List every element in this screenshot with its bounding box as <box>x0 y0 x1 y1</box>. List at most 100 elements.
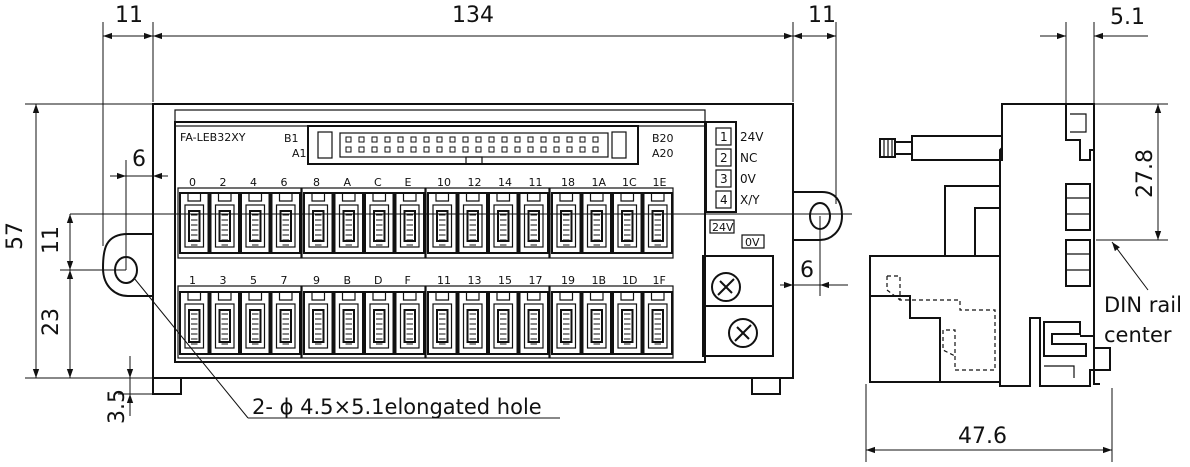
connector-pin <box>397 146 404 153</box>
connector-pin <box>345 146 352 153</box>
dim-left-hole-offset: 6 <box>132 147 146 172</box>
upper-plug <box>209 192 240 254</box>
upper-plug <box>364 192 395 254</box>
lower-row-label: 15 <box>498 274 512 287</box>
dim-bottom-offset: 3.5 <box>105 389 130 424</box>
lower-row-label: 13 <box>468 274 482 287</box>
connector-pin <box>423 136 430 143</box>
upper-row-label: 0 <box>189 176 196 189</box>
connector-pin <box>384 136 391 143</box>
upper-plug <box>551 192 582 254</box>
upper-plug-row <box>177 187 674 259</box>
lower-row-label: 17 <box>529 274 543 287</box>
side-connector-pin <box>894 141 913 155</box>
connector-pin <box>462 136 469 143</box>
lower-plug <box>612 291 643 355</box>
upper-row-label: 8 <box>313 176 320 189</box>
terminal-num-1: 1 <box>720 130 728 144</box>
connector-pin <box>384 146 391 153</box>
lower-plug <box>551 291 582 355</box>
hook-detail <box>1070 113 1087 133</box>
dim-side-depth-top: 5.1 <box>1110 5 1145 30</box>
terminal-num-2: 2 <box>720 151 728 165</box>
lower-plug <box>270 291 301 355</box>
lower-plug-body <box>869 255 1001 383</box>
lower-row-label: 3 <box>220 274 227 287</box>
connector-pin <box>475 146 482 153</box>
upper-plug <box>333 192 364 254</box>
upper-row-label: 1A <box>592 176 607 189</box>
lower-row-label: 11 <box>437 274 451 287</box>
din-center-label: center <box>1104 323 1172 347</box>
connector-pin <box>527 146 534 153</box>
tag-24v: 24V <box>712 221 734 234</box>
dim-hole-to-bottom: 23 <box>39 308 64 336</box>
terminal-name-0v: 0V <box>740 172 757 186</box>
lower-plug <box>303 291 334 355</box>
dim-side-height-upper: 27.8 <box>1133 149 1158 198</box>
dim-top-width: 134 <box>452 3 494 28</box>
upper-row-label: 10 <box>437 176 451 189</box>
top-dimension-lines <box>102 22 837 246</box>
connector-pin <box>579 136 586 143</box>
lower-plug <box>179 291 210 355</box>
connector-pin <box>579 146 586 153</box>
pin-label-b1: B1 <box>284 132 299 145</box>
lower-row-label: 7 <box>281 274 288 287</box>
lower-plug <box>642 291 673 355</box>
right-mounting-ear <box>793 191 844 241</box>
din-clip <box>1043 321 1087 357</box>
upper-plug <box>240 192 271 254</box>
terminal-strip <box>705 121 737 213</box>
upper-plug <box>642 192 673 254</box>
pin-label-a20: A20 <box>652 147 674 160</box>
terminal-box-4 <box>715 190 732 209</box>
connector-pin <box>566 146 573 153</box>
hole-note: 2- ϕ 4.5×5.1elongated hole <box>252 395 542 419</box>
upper-row-label: 12 <box>468 176 482 189</box>
lower-row-label: 1F <box>653 274 666 287</box>
connector-pin <box>592 136 599 143</box>
tag-24v-box <box>709 219 735 234</box>
screw-upper-icon <box>711 272 741 302</box>
din-rail-label: DIN rail <box>1104 293 1182 317</box>
connector-pin <box>501 136 508 143</box>
lower-row-label: 19 <box>561 274 575 287</box>
connector-pin <box>410 136 417 143</box>
connector-pin <box>449 136 456 143</box>
lower-row-label: 9 <box>313 274 320 287</box>
connector-pin <box>462 146 469 153</box>
rail-block-upper <box>1065 183 1091 231</box>
connector-frame <box>174 121 706 363</box>
connector-latch-right <box>611 131 627 159</box>
lower-plug <box>364 291 395 355</box>
connector-pin <box>475 136 482 143</box>
terminal-box-3 <box>715 169 732 188</box>
left-dimension-lines <box>25 103 176 416</box>
connector-key <box>465 156 483 165</box>
connector-pin <box>527 136 534 143</box>
upper-plug <box>303 192 334 254</box>
hole-note-leader <box>133 277 560 419</box>
connector-pin <box>436 146 443 153</box>
terminal-num-3: 3 <box>720 172 728 186</box>
terminal-name-24v: 24V <box>740 130 764 144</box>
left-mounting-ear <box>101 233 153 297</box>
connector-pin <box>514 136 521 143</box>
lower-row-label: D <box>374 274 382 287</box>
connector-pin <box>423 146 430 153</box>
tag-0v-box <box>741 234 765 249</box>
upper-row-label: 1E <box>653 176 667 189</box>
tag-0v: 0V <box>745 236 760 249</box>
terminal-name-xy: X/Y <box>740 193 760 207</box>
rail-block-lower <box>1065 239 1091 287</box>
lower-row-label: 1B <box>592 274 607 287</box>
dim-total-height: 57 <box>3 222 28 250</box>
dim-side-depth: 47.6 <box>958 424 1007 449</box>
side-view <box>865 22 1168 462</box>
connector-pin <box>358 136 365 143</box>
terminal-box-1 <box>715 127 732 146</box>
dim-hole-to-centerline: 11 <box>39 226 64 254</box>
upper-row-label: 1C <box>622 176 637 189</box>
lower-plug <box>394 291 425 355</box>
